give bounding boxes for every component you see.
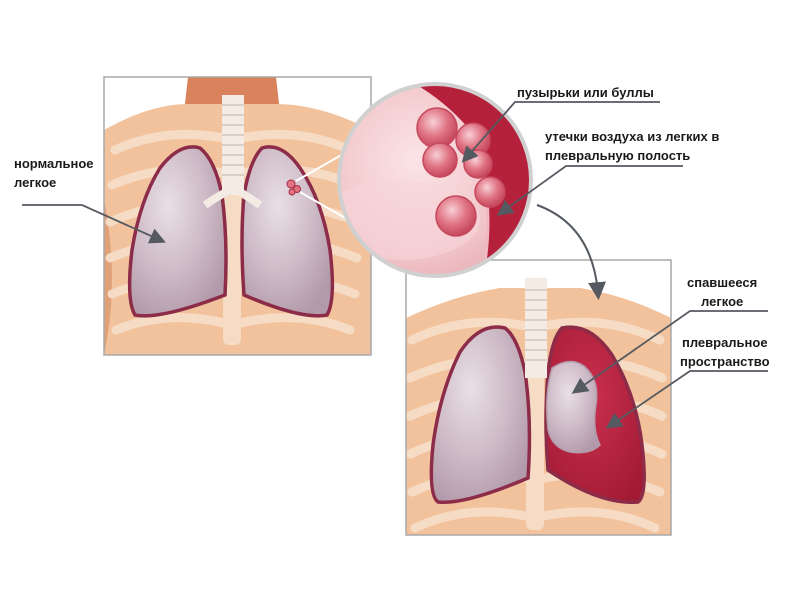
bullae-cluster (416, 107, 506, 237)
panel-normal-chest (104, 77, 371, 355)
trachea (202, 95, 263, 209)
transition-arrow (536, 204, 607, 301)
panel-collapsed-frame (405, 259, 672, 536)
leader-lines (22, 101, 768, 429)
label-collapsed-lung: спавшееся легкое (687, 275, 758, 309)
collapsed-lung (545, 360, 601, 454)
label-pleural-space: плевральное пространство (680, 335, 770, 369)
bulla-spot (286, 179, 301, 196)
label-bullae: пузырьки или буллы (517, 85, 654, 100)
panel-collapsed-chest (406, 260, 671, 535)
magnified-bullae-circle (337, 82, 533, 278)
label-air-leak: утечки воздуха из легких в плевральную п… (545, 129, 720, 163)
label-normal-lung: нормальное легкое (14, 156, 94, 190)
trachea-panel2 (525, 278, 547, 378)
